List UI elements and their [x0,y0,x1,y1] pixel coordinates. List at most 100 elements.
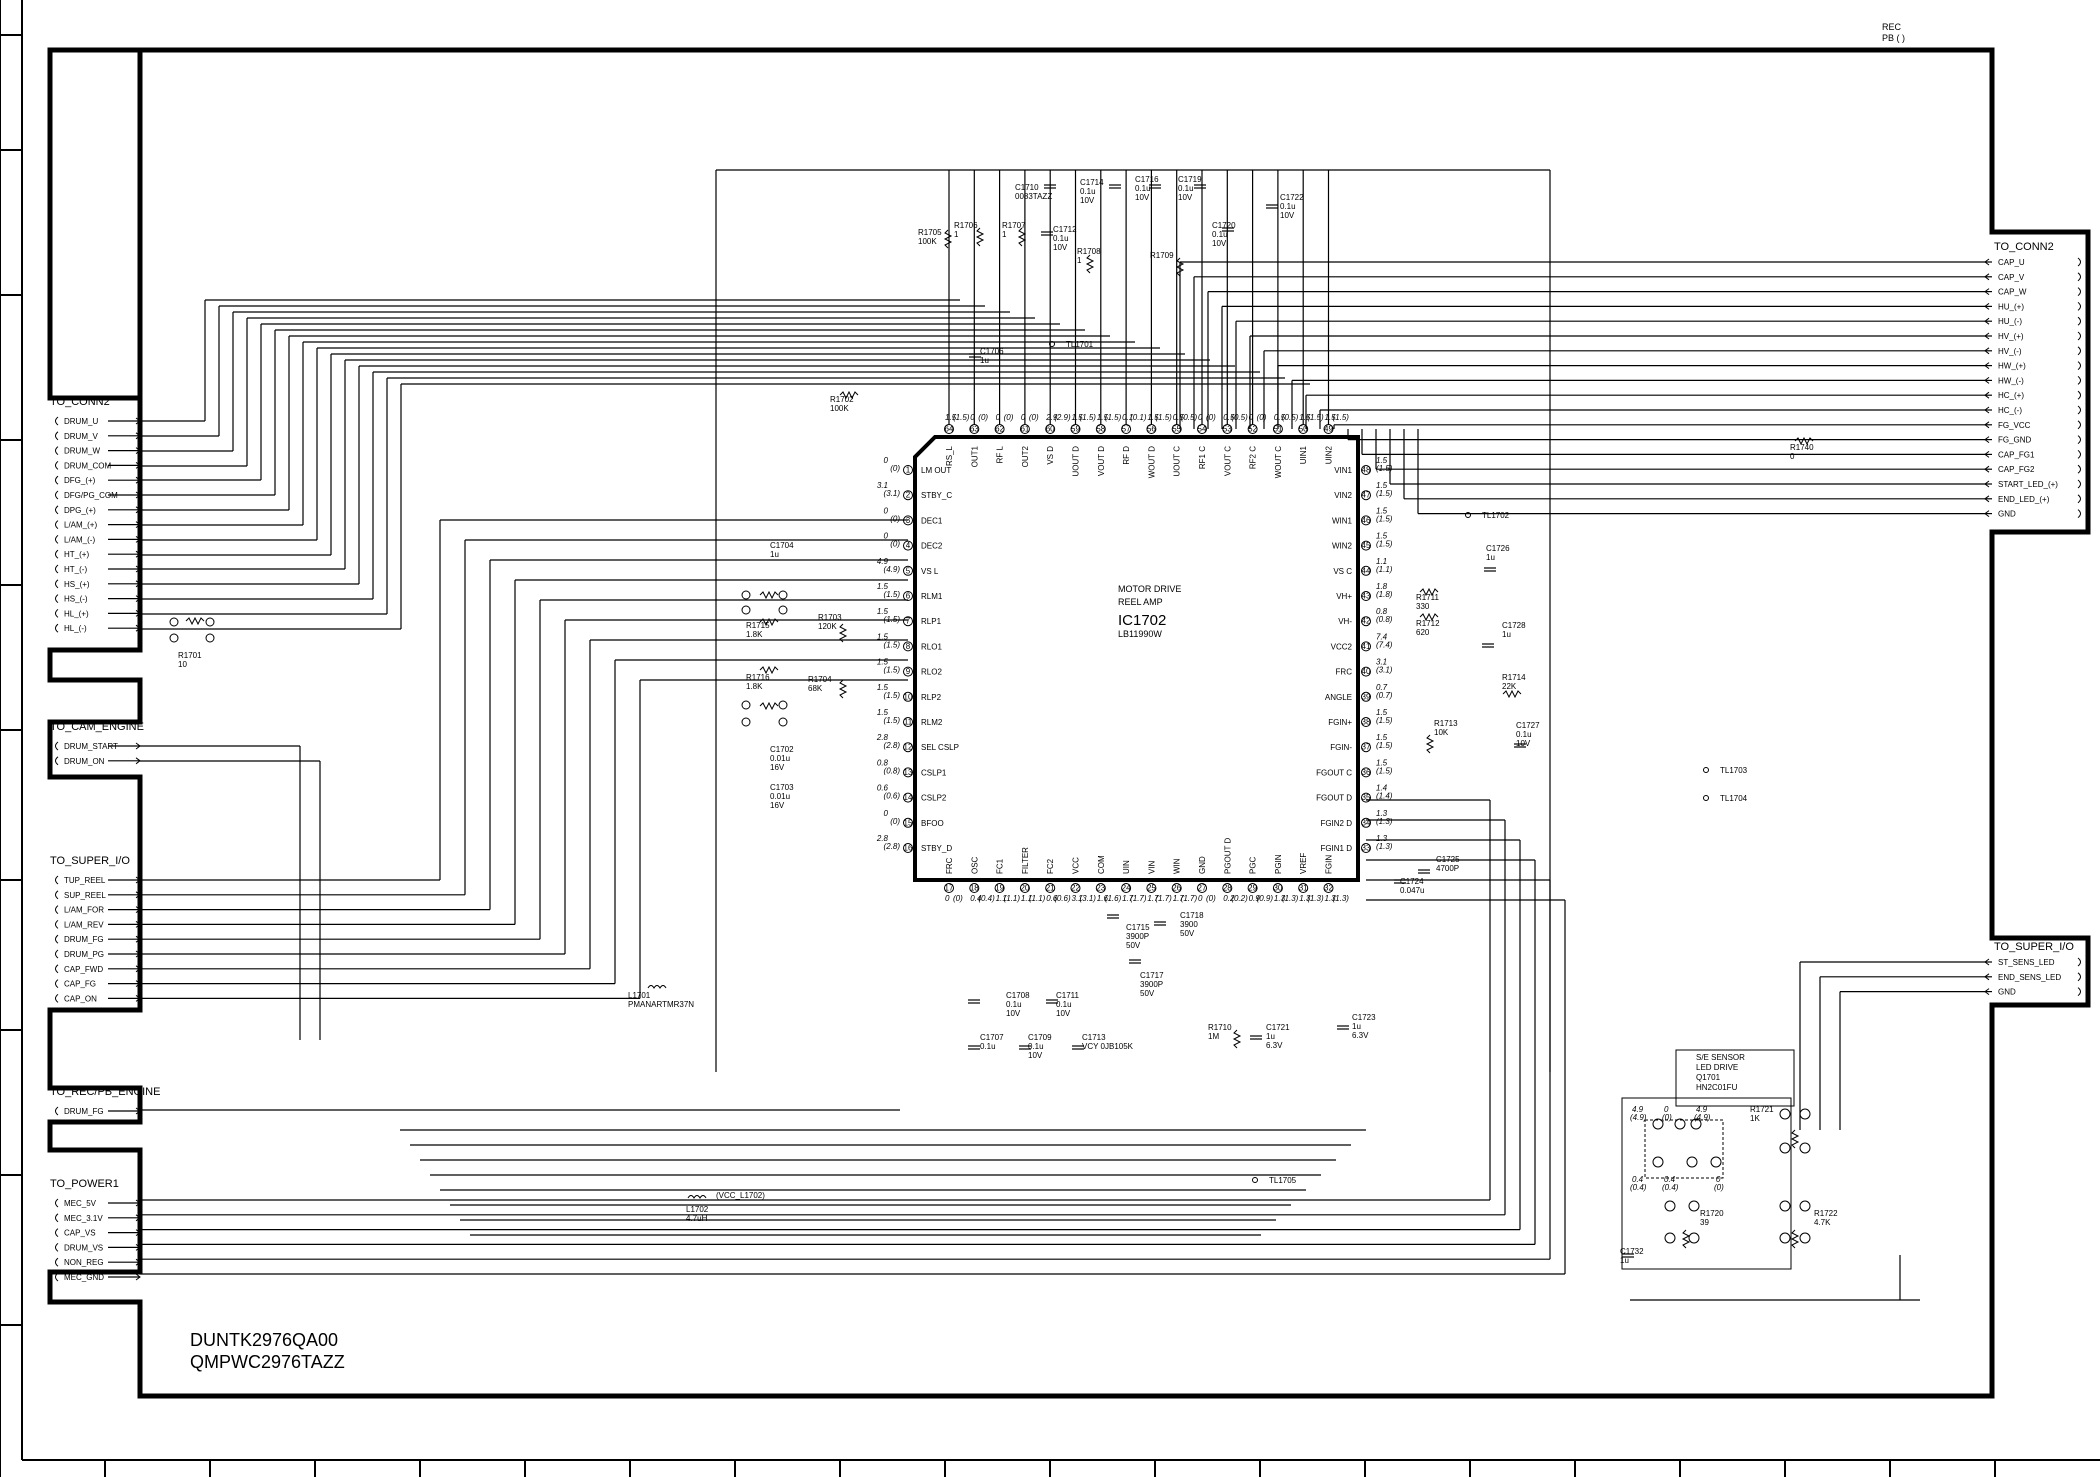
pin-name: RLP1 [921,617,942,626]
pin-name: PGC [1249,856,1258,874]
pin-name: VOUT C [1223,446,1232,476]
component-label: 4700P [1436,864,1459,873]
pin-name: VS C [1333,567,1352,576]
component-label: 0.1u [1053,234,1069,243]
pin-29 [1247,883,1258,893]
component-label: VCY 0JB105K [1082,1042,1134,1051]
resistor-symbol [1419,587,1439,597]
connector-pin-label: CAP_VS [64,1229,96,1238]
pin-name: RLM2 [921,718,943,727]
arrow-icon [135,1244,141,1251]
connector-pin-label: CAP_FG2 [1998,465,2035,474]
pin-name: FGIN- [1330,743,1352,752]
connector-pin-bracket [2077,494,2081,504]
pin-42 [1361,616,1371,627]
pin-name: UOUT D [1072,446,1081,477]
connector-pin-label: HT_(-) [64,565,87,574]
component-label: 1u [770,550,779,559]
pin-8 [903,641,913,652]
resistor-symbol [759,617,779,627]
wiring [140,169,1985,1301]
transistor-pin [1710,1156,1722,1168]
component-label: 10V [1056,1009,1071,1018]
pin-25 [1146,883,1157,893]
pin-number: 32 [1324,884,1333,893]
pin-name: PGOUT D [1223,837,1232,874]
pin-name: FGIN2 D [1320,819,1352,828]
pin-voltage: 1.7 [1147,894,1159,903]
pin-voltage: 0 [1198,894,1203,903]
component-label: 0.1u [1006,1000,1022,1009]
transistor-pin [1779,1108,1791,1120]
pin-pb-voltage: (0.5) [1181,413,1198,422]
connector-pin-label: DRUM_W [64,447,100,456]
connector-pin-label: DRUM_ON [64,757,105,766]
pin-number: 28 [1223,884,1232,893]
pin-pb-voltage: (3.1) [884,489,901,498]
pin-voltage: 1.1 [996,894,1007,903]
connector-pin-bracket [55,1106,59,1116]
pin-pb-voltage: (1.5) [884,640,901,649]
pin-number: 12 [904,743,913,752]
pin-voltage: 1.6 [1097,894,1109,903]
connector-pin-label: HU_(+) [1998,302,2024,311]
pin-number: 2 [906,491,911,500]
component-label: C1704 [770,541,794,550]
component-label: 3900P [1126,932,1149,941]
pin-name: FC1 [996,858,1005,874]
component-label: L1702 [686,1205,709,1214]
pin-voltage: 0.5 [1223,413,1235,422]
pin-name: FGIN1 D [1320,844,1352,853]
test-point-TL1704 [1703,795,1709,801]
pin-voltage: 0.8 [1376,607,1388,616]
pin-voltage: 1.4 [1376,784,1388,793]
component-label: C1706 [980,347,1004,356]
pin-name: VOUT D [1097,446,1106,476]
component-label: R1708 [1077,247,1101,256]
pin-number: 62 [995,425,1004,434]
arrow-icon [135,1199,141,1207]
pin-name: RF2 C [1249,446,1258,469]
connector-pin-bracket [55,520,59,529]
pin-name: VREF [1299,853,1308,874]
pin-26 [1171,883,1182,893]
pin-pb-voltage: (1.5) [1376,741,1393,750]
pin-voltage: 1.5 [877,683,889,692]
pin-pb-voltage: (1.3) [1376,817,1393,826]
connector-pin-label: TUP_REEL [64,876,106,885]
connector-pin-label: DFG_(+) [64,476,96,485]
pin-number: 46 [1362,516,1371,525]
board-outline [47,47,2091,1399]
pin-pb-voltage: (0.7) [1376,691,1393,700]
sensor-line-3: Q1701 [1696,1073,1721,1082]
component-label: C1708 [1006,991,1030,1000]
pin-pb-voltage: (1.5) [884,716,901,725]
pin-20 [1019,883,1030,893]
pin-name: UIN [1122,860,1131,874]
pin-voltage: 0 [996,413,1001,422]
pin-pb-voltage: (1.7) [1130,894,1147,903]
pin-voltage: 1.5 [877,658,889,667]
pin-voltage: 1.5 [1147,413,1159,422]
transistor-pin [1686,1156,1698,1168]
component-label: C1727 [1516,721,1540,730]
connector-pin-bracket [55,1272,59,1282]
connector-pin-bracket [2077,987,2081,996]
pin-name: UIN1 [1299,445,1308,464]
connector-pin-bracket [2077,257,2081,267]
pin-pb-voltage: (0.5) [1282,413,1299,422]
connector-pin-bracket [2077,390,2081,400]
pin-pb-voltage: (0) [978,413,988,422]
pin-name: CSLP1 [921,768,947,777]
connector-pin-label: CAP_U [1998,258,2025,267]
connector-pin-bracket [2077,361,2081,370]
component-label: C1711 [1056,991,1080,1000]
pin-voltage: 1.5 [1376,481,1388,490]
pin-38 [1361,717,1371,727]
pin-dot [169,633,179,643]
